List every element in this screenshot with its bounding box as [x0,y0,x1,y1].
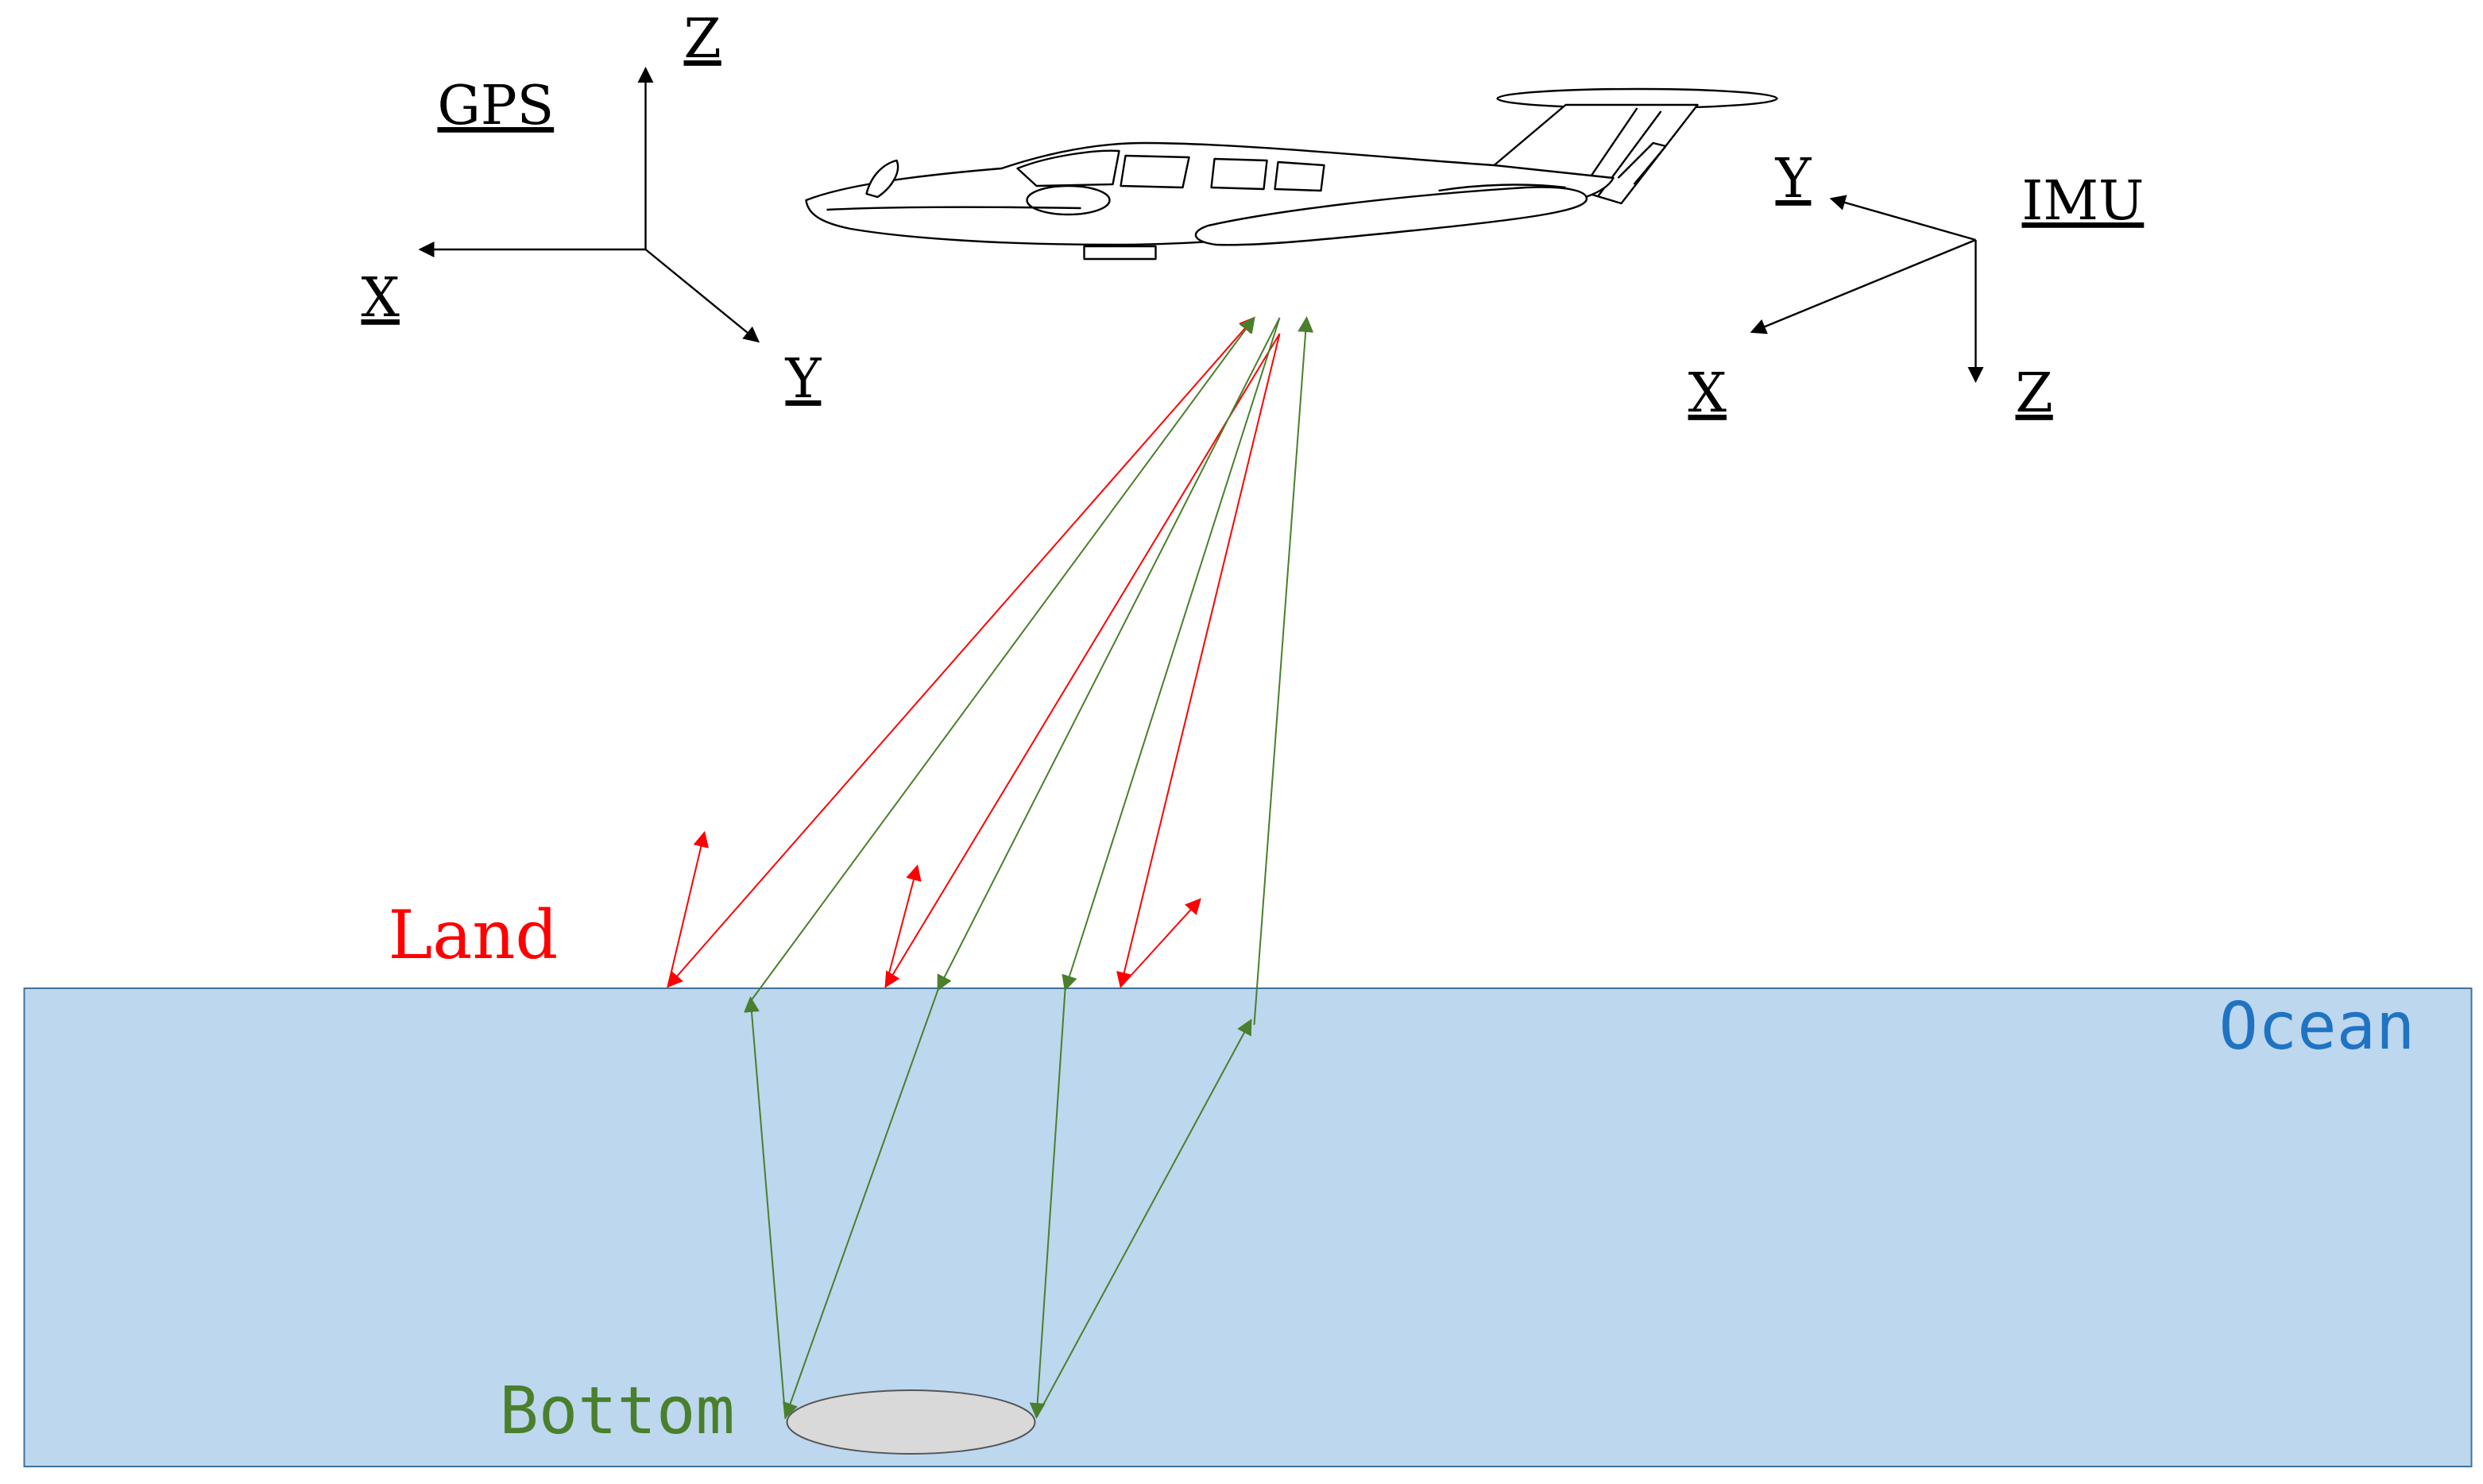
gps-z-label: Z [684,8,721,71]
imu-y-label: Y [1775,148,1812,211]
gps-label: GPS [438,75,555,137]
red-reflect-2 [884,864,922,987]
ocean-label: Ocean [2219,989,2415,1065]
green-ray-3 [1062,317,1281,991]
imu-label: IMU [2022,170,2145,233]
green-ray-1 [746,316,1255,1007]
red-ray-2 [884,333,1281,988]
green-rays [744,316,1314,1420]
red-reflect-1 [667,831,710,987]
red-reflect-3 [1120,898,1201,987]
gps-x-label: X [362,267,400,330]
imu-x-axis [1750,238,1976,334]
imu-x-label: X [1688,362,1727,425]
land-label: Land [389,896,559,974]
bottom-footprint [786,1389,1036,1455]
bottom-label: Bottom [500,1374,735,1449]
green-ray-4 [1253,316,1314,1026]
imu-z-label: Z [2016,362,2053,425]
red-rays [667,316,1281,988]
airplane-icon [805,87,1778,261]
gps-y-label: Y [785,348,822,411]
green-water-4 [1035,1018,1252,1418]
green-water-2 [783,989,939,1419]
gps-y-axis [644,249,760,343]
imu-axes [1750,195,1984,383]
ocean-water-body [23,987,2473,1467]
green-water-1 [744,996,787,1420]
imu-y-axis [1829,195,1976,242]
green-ray-2 [937,317,1281,991]
red-ray-1 [667,316,1255,988]
red-ray-3 [1116,333,1281,988]
green-water-3 [1029,989,1066,1419]
